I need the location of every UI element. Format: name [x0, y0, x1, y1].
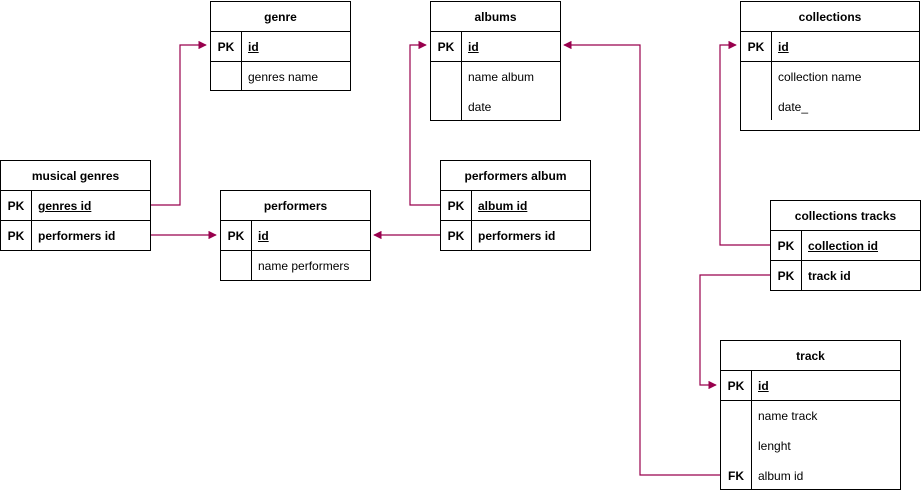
key-label: PK [747, 40, 765, 54]
field-name: collection id [808, 239, 879, 253]
key-label: PK [777, 239, 795, 253]
table-row-pk[interactable]: PK id [721, 371, 900, 401]
field-name: performers id [38, 229, 116, 243]
field-name: id [248, 40, 259, 54]
table-performers[interactable]: performers PK id name performers [220, 190, 371, 281]
table-genre[interactable]: genre PK id genres name [210, 1, 351, 91]
field-name: album id [478, 199, 528, 213]
field-name: genres id [38, 199, 92, 213]
field-name: name album [468, 70, 535, 84]
table-track[interactable]: track PK id name track lenght FK album i… [720, 340, 901, 490]
column-divider [771, 32, 772, 120]
table-performers-album[interactable]: performers album PK album id PK performe… [440, 160, 591, 251]
field-name: id [778, 40, 789, 54]
connector-track-to-albums [563, 40, 720, 476]
key-label: PK [447, 229, 465, 243]
key-label: PK [227, 229, 245, 243]
field-name: id [468, 40, 479, 54]
key-label: PK [447, 199, 465, 213]
table-title: collections [741, 2, 919, 32]
table-row-pk[interactable]: PK id [741, 32, 919, 62]
table-title: musical genres [1, 161, 150, 191]
table-row-pk[interactable]: PK performers id [441, 221, 590, 251]
column-divider [461, 32, 462, 120]
table-title: track [721, 341, 900, 371]
connector-musical-genres-to-genre [151, 40, 207, 206]
table-title: collections tracks [771, 201, 920, 231]
table-musical-genres[interactable]: musical genres PK genres id PK performer… [0, 160, 151, 251]
connector-collections-tracks-to-collections [719, 40, 770, 246]
field-name: album id [758, 469, 804, 483]
table-row-pk[interactable]: PK performers id [1, 221, 150, 251]
key-label: PK [727, 379, 745, 393]
table-row[interactable]: date_ [741, 92, 919, 122]
table-row-pk[interactable]: PK album id [441, 191, 590, 221]
column-divider [751, 371, 752, 489]
table-row[interactable]: name album [431, 62, 560, 92]
table-row-pk[interactable]: PK id [431, 32, 560, 62]
field-name: id [258, 229, 269, 243]
field-name: date_ [778, 100, 809, 114]
table-row[interactable]: date [431, 92, 560, 122]
table-row-fk[interactable]: FK album id [721, 461, 900, 491]
field-name: collection name [778, 70, 862, 84]
table-row-pk[interactable]: PK genres id [1, 191, 150, 221]
column-divider [251, 221, 252, 280]
field-name: id [758, 379, 769, 393]
table-title: performers [221, 191, 370, 221]
field-name: genres name [248, 70, 319, 84]
table-row-pk[interactable]: PK id [221, 221, 370, 251]
table-row[interactable]: genres name [211, 62, 350, 92]
key-label: FK [728, 469, 744, 483]
field-name: date [468, 100, 492, 114]
table-collections-tracks[interactable]: collections tracks PK collection id PK t… [770, 200, 921, 291]
key-label: PK [7, 229, 25, 243]
field-name: name track [758, 409, 818, 423]
column-divider [31, 191, 32, 250]
column-divider [801, 231, 802, 290]
table-collections[interactable]: collections PK id collection name date_ [740, 1, 920, 131]
field-name: name performers [258, 259, 350, 273]
column-divider [241, 32, 242, 90]
table-title: genre [211, 2, 350, 32]
key-label: PK [777, 269, 795, 283]
table-title: performers album [441, 161, 590, 191]
table-row-pk[interactable]: PK collection id [771, 231, 920, 261]
table-title: albums [431, 2, 560, 32]
table-row[interactable]: name performers [221, 251, 370, 281]
field-name: track id [808, 269, 851, 283]
key-label: PK [217, 40, 235, 54]
table-albums[interactable]: albums PK id name album date [430, 1, 561, 121]
table-row[interactable]: name track [721, 401, 900, 431]
table-row-pk[interactable]: PK track id [771, 261, 920, 291]
table-row[interactable]: collection name [741, 62, 919, 92]
table-row[interactable]: lenght [721, 431, 900, 461]
key-label: PK [437, 40, 455, 54]
connector-collections-tracks-to-track [699, 274, 770, 390]
field-name: lenght [758, 439, 791, 453]
key-label: PK [7, 199, 25, 213]
column-divider [471, 191, 472, 250]
field-name: performers id [478, 229, 556, 243]
connector-performers-album-to-albums [409, 40, 440, 206]
table-row-pk[interactable]: PK id [211, 32, 350, 62]
